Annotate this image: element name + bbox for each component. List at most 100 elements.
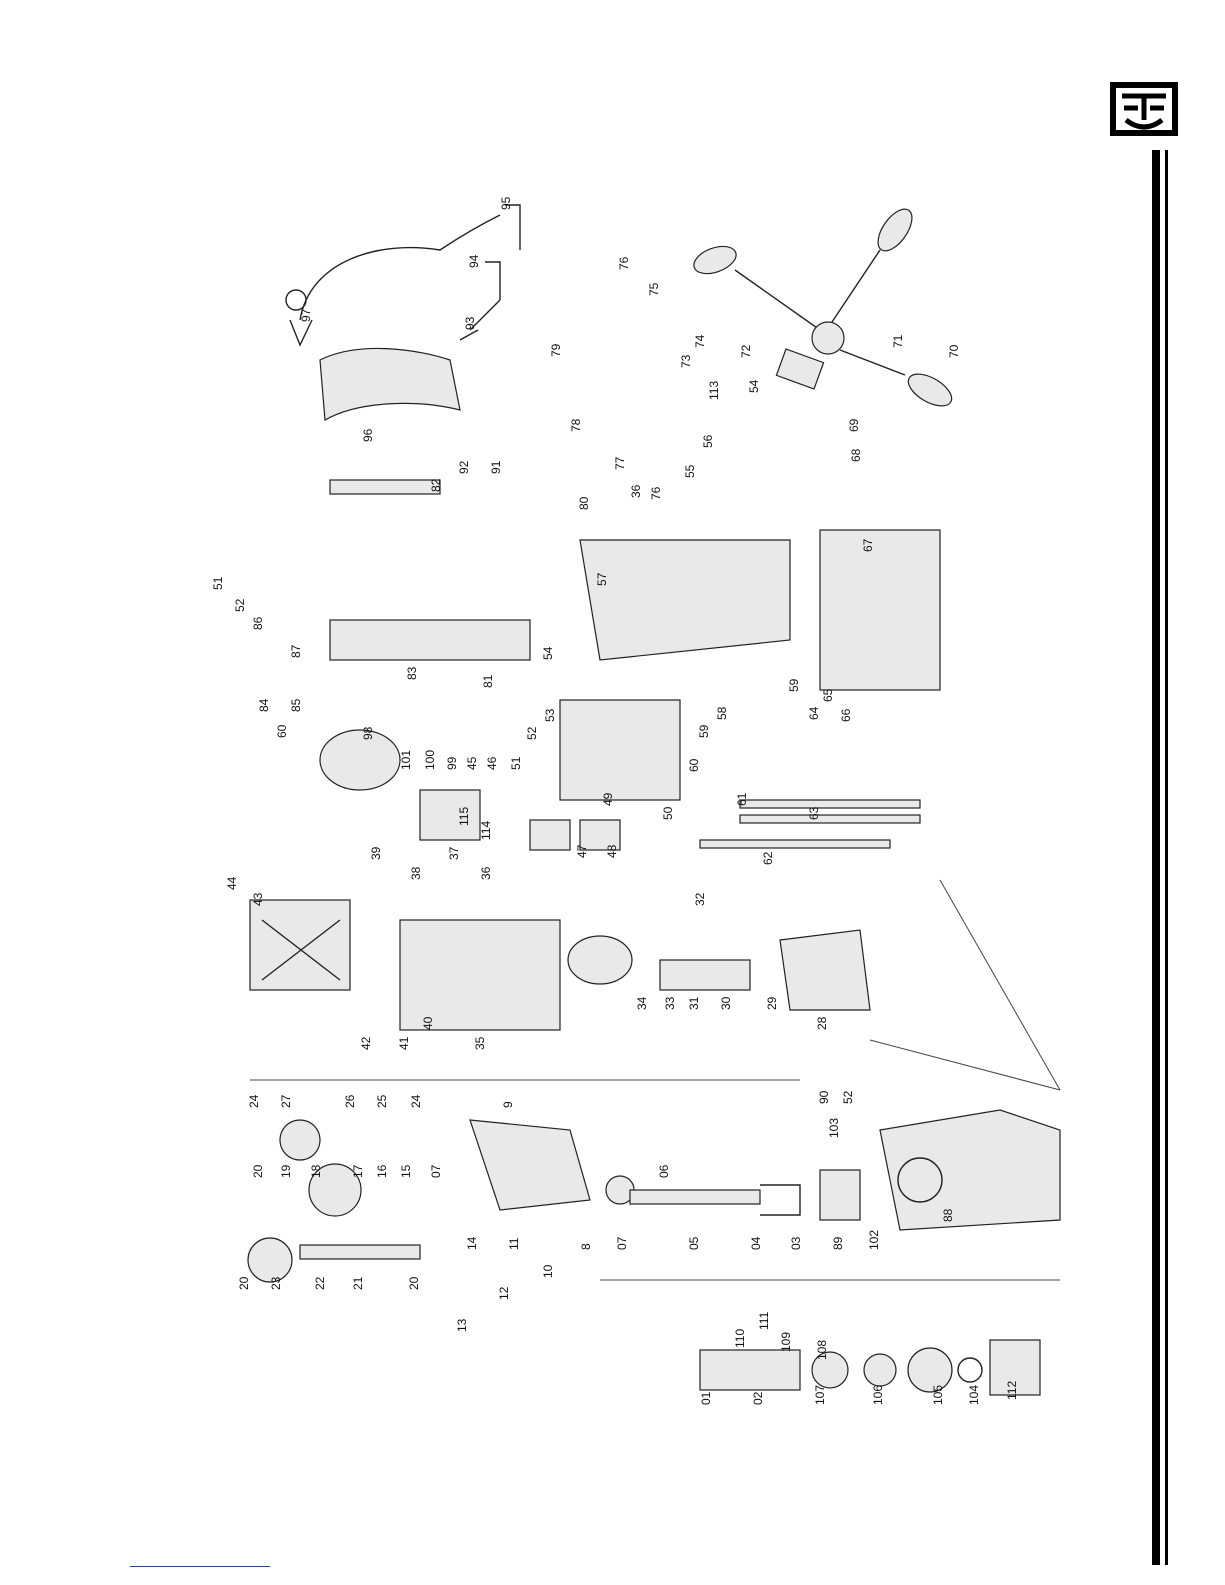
part-label-30: 30 xyxy=(719,996,733,1010)
part-label-24: 24 xyxy=(247,1094,261,1108)
part-label-64: 64 xyxy=(807,706,821,720)
part-label-16: 16 xyxy=(375,1164,389,1178)
part-label-29: 29 xyxy=(765,996,779,1010)
arbor-and-cutter xyxy=(699,1339,1041,1396)
part-label-55: 55 xyxy=(683,464,697,478)
part-label-52: 52 xyxy=(525,726,539,740)
part-label-10: 10 xyxy=(541,1264,555,1278)
hex-key-tools xyxy=(459,204,521,341)
part-label-112: 112 xyxy=(1005,1381,1019,1400)
part-label-93: 93 xyxy=(463,316,477,330)
part-label-46: 46 xyxy=(485,756,499,770)
part-label-45: 45 xyxy=(465,756,479,770)
part-label-90: 90 xyxy=(817,1090,831,1104)
part-label-54: 54 xyxy=(747,379,761,393)
part-label-04: 04 xyxy=(749,1236,763,1250)
part-label-51: 51 xyxy=(509,756,523,770)
part-label-23: 23 xyxy=(269,1276,283,1290)
part-label-51: 51 xyxy=(211,576,225,590)
slide-and-rack xyxy=(329,479,941,691)
part-label-81: 81 xyxy=(481,674,495,688)
part-label-54: 54 xyxy=(541,646,555,660)
part-label-111: 111 xyxy=(757,1311,771,1330)
part-label-104: 104 xyxy=(967,1385,981,1405)
part-label-107: 107 xyxy=(813,1385,827,1405)
part-label-05: 05 xyxy=(687,1236,701,1250)
section-guides xyxy=(250,879,1061,1281)
part-label-69: 69 xyxy=(847,418,861,432)
part-label-02: 02 xyxy=(751,1391,765,1405)
part-label-109: 109 xyxy=(779,1332,793,1352)
part-label-21: 21 xyxy=(351,1276,365,1290)
part-label-106: 106 xyxy=(871,1385,885,1405)
part-label-41: 41 xyxy=(397,1036,411,1050)
gearbox xyxy=(247,1119,635,1283)
part-label-38: 38 xyxy=(409,866,423,880)
part-label-115: 115 xyxy=(457,807,471,826)
part-label-50: 50 xyxy=(661,806,675,820)
part-label-57: 57 xyxy=(595,572,609,586)
part-label-110: 110 xyxy=(733,1329,747,1348)
part-label-17: 17 xyxy=(351,1164,365,1178)
part-label-77: 77 xyxy=(613,456,627,470)
part-label-43: 43 xyxy=(251,892,265,906)
part-label-67: 67 xyxy=(861,538,875,552)
part-label-95: 95 xyxy=(499,196,513,210)
gibs xyxy=(699,799,921,849)
part-label-97: 97 xyxy=(299,308,313,322)
part-label-79: 79 xyxy=(549,343,563,357)
part-label-20: 20 xyxy=(407,1276,421,1290)
part-label-73: 73 xyxy=(679,354,693,368)
part-label-62: 62 xyxy=(761,851,775,865)
part-label-80: 80 xyxy=(577,496,591,510)
part-label-36: 36 xyxy=(479,866,493,880)
part-label-27: 27 xyxy=(279,1094,293,1108)
part-label-83: 83 xyxy=(405,666,419,680)
part-label-35: 35 xyxy=(473,1036,487,1050)
part-label-59: 59 xyxy=(697,724,711,738)
part-label-92: 92 xyxy=(457,460,471,474)
part-label-11: 11 xyxy=(507,1237,521,1250)
part-label-48: 48 xyxy=(605,844,619,858)
part-label-12: 12 xyxy=(497,1286,511,1300)
part-label-60: 60 xyxy=(687,758,701,772)
part-label-56: 56 xyxy=(701,434,715,448)
part-label-65: 65 xyxy=(821,688,835,702)
part-label-114: 114 xyxy=(479,821,493,840)
part-label-113: 113 xyxy=(707,381,721,400)
brand-logo-icon xyxy=(1108,80,1188,140)
part-label-39: 39 xyxy=(369,846,383,860)
part-label-99: 99 xyxy=(445,756,459,770)
part-label-59: 59 xyxy=(787,678,801,692)
part-label-52: 52 xyxy=(841,1090,855,1104)
part-label-89: 89 xyxy=(831,1236,845,1250)
part-label-71: 71 xyxy=(891,334,905,348)
part-label-06: 06 xyxy=(657,1164,671,1178)
part-label-103: 103 xyxy=(827,1118,841,1138)
part-label-28: 28 xyxy=(815,1016,829,1030)
part-label-88: 88 xyxy=(941,1208,955,1222)
part-label-40: 40 xyxy=(421,1016,435,1030)
part-label-13: 13 xyxy=(455,1318,469,1332)
part-label-9: 9 xyxy=(501,1101,515,1108)
part-label-86: 86 xyxy=(251,616,265,630)
footer-link-underline xyxy=(130,1566,270,1567)
part-label-105: 105 xyxy=(931,1385,945,1405)
part-label-68: 68 xyxy=(849,448,863,462)
part-label-74: 74 xyxy=(693,334,707,348)
part-label-15: 15 xyxy=(399,1164,413,1178)
part-label-76: 76 xyxy=(617,256,631,270)
page-border-thin xyxy=(1165,150,1168,1565)
spindle-and-base xyxy=(629,1109,1061,1231)
part-label-78: 78 xyxy=(569,418,583,432)
part-label-24: 24 xyxy=(409,1094,423,1108)
part-label-96: 96 xyxy=(361,428,375,442)
part-label-22: 22 xyxy=(313,1276,327,1290)
part-label-100: 100 xyxy=(423,750,437,770)
part-label-76: 76 xyxy=(649,486,663,500)
part-label-37: 37 xyxy=(447,846,461,860)
part-label-94: 94 xyxy=(467,254,481,268)
handle-assembly xyxy=(693,208,953,407)
